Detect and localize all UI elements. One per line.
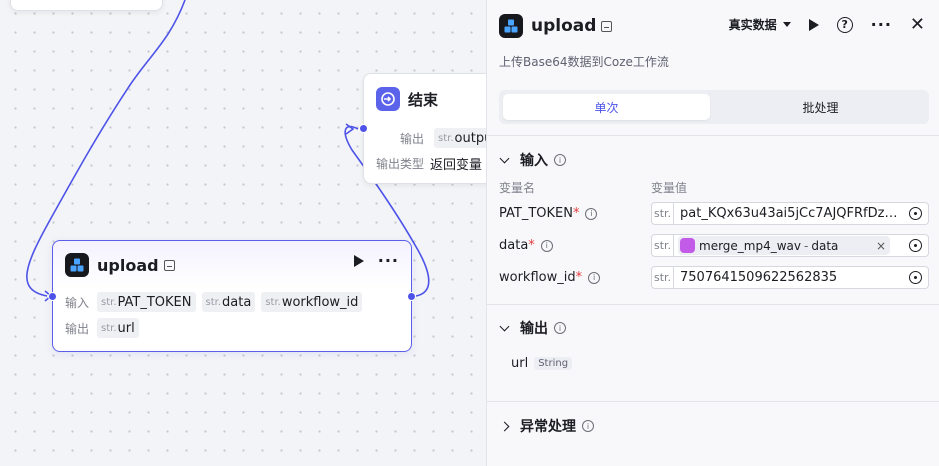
info-icon[interactable]: i (588, 271, 601, 284)
upload-node-header: upload (65, 253, 175, 277)
variable-reference-chip[interactable]: merge_mp4_wav - data × (678, 236, 890, 255)
info-icon[interactable]: i (554, 154, 566, 166)
more-icon[interactable]: ··· (870, 14, 892, 34)
chevron-right-icon (499, 421, 510, 431)
info-icon[interactable]: i (540, 239, 553, 252)
end-output-type-value: 返回变量 (430, 158, 483, 173)
panel-header: upload (499, 14, 613, 38)
upstream-node[interactable] (10, 0, 163, 11)
upload-input-port[interactable] (48, 292, 57, 301)
variable-picker-icon[interactable] (909, 271, 922, 284)
chevron-down-icon (499, 321, 510, 331)
info-icon[interactable]: i (554, 322, 566, 334)
var-name-data: data* i (499, 238, 553, 253)
upload-input-row: 输入 str.PAT_TOKEN str.data str.workflow_i… (65, 292, 368, 312)
node-ref-icon (680, 238, 695, 253)
divider (487, 135, 939, 136)
upload-node[interactable]: upload ··· 输入 str.PAT_TOKEN str.data str… (48, 240, 416, 352)
upload-input-label: 输入 (65, 295, 90, 310)
output-section-header[interactable]: 输出 i (499, 318, 566, 338)
workflow-id-field[interactable]: str. 7507641509622562835 (651, 266, 929, 289)
output-var-url: url String (511, 356, 573, 371)
node-settings-panel: upload 真实数据 ? ··· ✕ 上传Base64数据到Coze工作流 单… (486, 0, 939, 466)
plugin-icon (499, 14, 523, 38)
upload-node-actions: ··· (353, 251, 399, 270)
close-icon[interactable]: ✕ (909, 13, 925, 35)
input-section-header[interactable]: 输入 i (499, 150, 566, 170)
type-tag: String (534, 357, 573, 370)
end-output-type-row: 输出类型 返回变量 (376, 154, 482, 173)
upload-output-port[interactable] (407, 292, 416, 301)
chevron-down-icon (499, 153, 510, 163)
panel-description: 上传Base64数据到Coze工作流 (499, 55, 669, 69)
input-chip-data: str.data (201, 292, 256, 312)
info-icon[interactable]: i (582, 420, 594, 432)
pat-token-field[interactable]: str. pat_KQx63u43ai5jCc7AJQFRfDz5Glz... (651, 202, 929, 225)
panel-toolbar: 真实数据 ? ··· ✕ (729, 13, 925, 35)
input-chip-pat-token: str.PAT_TOKEN (97, 292, 196, 312)
run-mode-tabs: 单次 批处理 (499, 90, 929, 124)
divider (487, 304, 939, 305)
end-node-title: 结束 (408, 90, 439, 109)
upload-output-label: 输出 (65, 321, 90, 336)
upload-output-row: 输出 str.url (65, 318, 145, 338)
remove-ref-icon[interactable]: × (875, 238, 886, 253)
variable-picker-icon[interactable] (909, 239, 922, 252)
exit-icon (376, 87, 400, 111)
data-mode-dropdown[interactable]: 真实数据 (729, 16, 791, 33)
upload-node-title: upload (97, 255, 159, 275)
end-node-header: 结束 (376, 87, 438, 111)
tab-batch[interactable]: 批处理 (802, 100, 839, 115)
run-icon[interactable] (353, 255, 364, 267)
run-icon[interactable] (808, 18, 819, 31)
col-header-name: 变量名 (499, 181, 536, 195)
data-field[interactable]: str. merge_mp4_wav - data × (651, 234, 929, 257)
variable-picker-icon[interactable] (909, 207, 922, 220)
end-output-type-label: 输出类型 (376, 157, 425, 171)
plugin-icon (65, 253, 89, 277)
more-icon[interactable]: ··· (377, 251, 399, 270)
input-chip-workflow-id: str.workflow_id (261, 292, 363, 312)
panel-title: upload (531, 16, 597, 36)
help-icon[interactable]: ? (836, 16, 853, 33)
divider (487, 401, 939, 402)
note-icon[interactable] (163, 259, 175, 271)
caret-down-icon (782, 22, 791, 27)
end-output-label: 输出 (400, 131, 425, 146)
var-name-pat-token: PAT_TOKEN* i (499, 206, 598, 221)
var-name-workflow-id: workflow_id* i (499, 270, 601, 285)
end-input-port[interactable] (359, 124, 368, 133)
note-icon[interactable] (601, 20, 613, 32)
col-header-value: 变量值 (651, 181, 688, 195)
tab-single[interactable]: 单次 (503, 94, 710, 120)
output-chip-url: str.url (97, 318, 139, 338)
error-handling-section-header[interactable]: 异常处理 i (499, 416, 594, 436)
info-icon[interactable]: i (585, 207, 598, 220)
